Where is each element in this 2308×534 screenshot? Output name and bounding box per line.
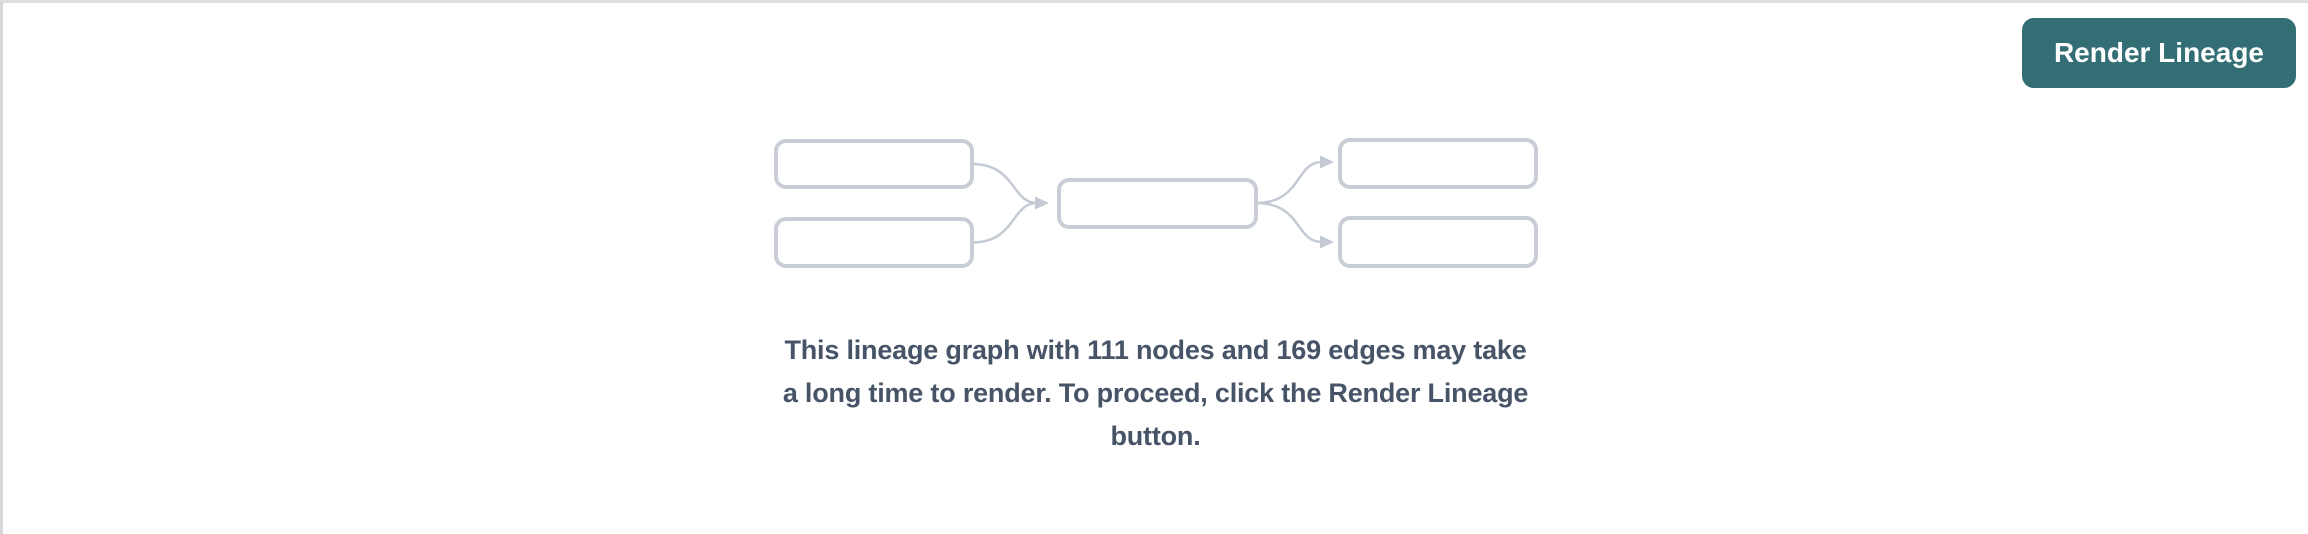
lineage-skeleton-illustration — [766, 138, 1546, 270]
skeleton-node — [773, 217, 974, 268]
message-line: This lineage graph with 111 nodes and 16… — [784, 335, 1527, 365]
skeleton-edge — [1255, 160, 1322, 205]
skeleton-edge — [1255, 201, 1322, 244]
skeleton-node — [1337, 216, 1538, 268]
render-lineage-button[interactable]: Render Lineage — [2021, 18, 2296, 88]
lineage-warning-message: This lineage graph with 111 nodes and 16… — [3, 329, 2308, 458]
skeleton-arrowhead-icon — [1034, 196, 1049, 210]
skeleton-node — [1337, 138, 1538, 189]
skeleton-node — [1056, 178, 1258, 229]
message-line: a long time to render. To proceed, click… — [782, 378, 1529, 408]
skeleton-arrowhead-icon — [1319, 235, 1334, 249]
skeleton-node — [773, 139, 974, 189]
skeleton-edge — [971, 201, 1037, 244]
skeleton-arrowhead-icon — [1319, 155, 1334, 169]
skeleton-edge — [971, 162, 1037, 205]
message-line: button. — [1110, 421, 1201, 451]
